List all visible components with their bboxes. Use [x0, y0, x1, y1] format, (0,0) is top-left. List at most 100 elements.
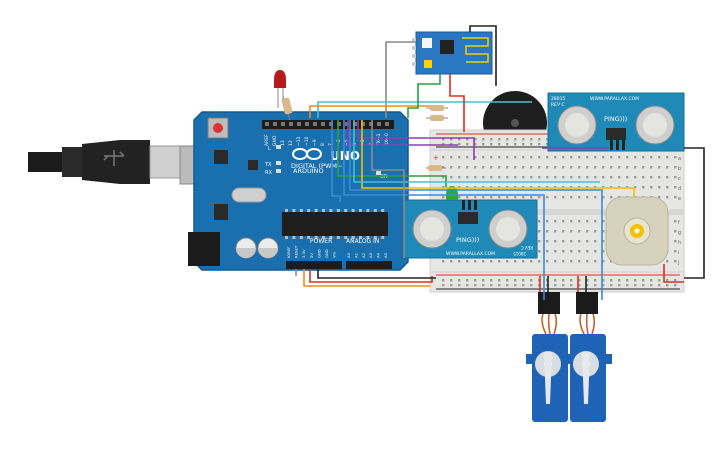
arduino-infinity-icon [292, 148, 322, 160]
usb-cable-icon [28, 140, 209, 185]
row-letter: a [678, 156, 681, 162]
on-label: ON [380, 174, 388, 180]
resistor-breadboard-2 [426, 115, 448, 121]
ping-mid-model: PING))) [456, 236, 479, 244]
header-pin [385, 122, 389, 126]
wire-red-top [449, 74, 465, 132]
dc-motor-icon [605, 196, 669, 266]
wire-cyan-mid [353, 120, 600, 183]
header-pin [289, 122, 293, 126]
regulator-chip [214, 204, 228, 220]
on-led [376, 171, 381, 175]
wire-cyan-top [317, 101, 532, 118]
row-letter: h [678, 240, 681, 246]
header-pin [345, 122, 349, 126]
led-rx [276, 169, 281, 173]
header-pin [265, 122, 269, 126]
row-letter: i [678, 250, 679, 256]
header-pin-label: 8 [320, 143, 326, 146]
row-letter: c [678, 176, 681, 182]
wire-gray-left [371, 120, 405, 258]
led-tx [276, 161, 281, 165]
header-pin-label: ~11 [296, 136, 302, 146]
resistor-led [281, 95, 293, 121]
wire-black-right [684, 147, 705, 279]
rail-plus-label: + [433, 154, 439, 162]
analog-pin-label: A5 [383, 252, 388, 258]
power-header [286, 261, 342, 269]
esp8266-wifi-module-icon [412, 31, 493, 75]
wire-orange-top [309, 105, 432, 118]
power-pin-label: GND [316, 249, 321, 258]
header-pin [361, 122, 365, 126]
header-pin-label: ~5 [344, 139, 350, 146]
header-pin [329, 122, 333, 126]
header-pin [337, 122, 341, 126]
wire-esp-gray [385, 41, 416, 118]
power-label: POWER [310, 238, 332, 245]
analog-pin-label: A3 [368, 252, 373, 258]
resistor-breadboard-1 [426, 105, 448, 111]
ping-top-rev: REV C [551, 102, 565, 108]
usb-chip [214, 150, 228, 164]
atmega-pins-bottom [285, 236, 385, 239]
crystal-oscillator [231, 187, 267, 203]
analog-pin-label: A4 [376, 252, 381, 258]
atmega-pins-top [285, 209, 385, 212]
wire-blue-2 [349, 120, 603, 300]
ping-top-code: 28015 [551, 96, 565, 102]
header-pin [369, 122, 373, 126]
servo1-cable [541, 313, 558, 335]
ping-sensor-middle: PING))) WWW.PARALLAX.COM 28015 REV C [402, 199, 538, 259]
led-l [276, 145, 281, 149]
ping-top-brand: WWW.PARALLAX.COM [590, 96, 639, 102]
digital-pwm-label: DIGITAL (PWM~) [291, 162, 345, 170]
header-pin-label: RX←0 [384, 133, 390, 146]
power-pin-label: IOREF [286, 247, 291, 258]
small-chip [248, 160, 258, 170]
header-pin-label: ~9 [312, 139, 318, 146]
red-led [274, 70, 286, 108]
servo2-cable [579, 313, 596, 335]
wire-purple-1 [357, 120, 475, 160]
row-letter: j [677, 260, 679, 266]
servo-motor-icon [526, 292, 612, 422]
arduino-brand: ARDUINO [293, 167, 324, 175]
power-pin-label: RESET [294, 245, 299, 258]
wire-red-motor [663, 264, 684, 283]
header-pin [321, 122, 325, 126]
atmega-chip [282, 212, 388, 236]
led-label-l: L [268, 146, 271, 152]
ping-top-model: PING))) [604, 115, 627, 123]
header-pin-label: 13 [280, 140, 286, 146]
resistor-breadboard-3 [426, 165, 446, 171]
header-pin [313, 122, 317, 126]
header-pin [281, 122, 285, 126]
power-pin-label: 5V [309, 253, 314, 258]
header-pin-label: 12 [288, 140, 294, 146]
wire-purple-2 [347, 120, 458, 146]
servo-2 [564, 292, 612, 422]
header-pin [377, 122, 381, 126]
analog-pin-label: A0 [346, 252, 351, 258]
analog-in-label: ANALOG IN [346, 238, 379, 245]
row-letter: f [678, 220, 680, 226]
analog-pin-label: A2 [361, 252, 366, 258]
analog-header [346, 261, 392, 269]
wire-blue-3 [331, 120, 341, 202]
led-label-tx: TX [264, 162, 272, 168]
wires [295, 25, 705, 335]
power-pin-label: 3.3V [301, 249, 306, 258]
wire-esp-black [469, 25, 497, 86]
header-pin-label: 7 [328, 143, 334, 146]
header-pin [273, 122, 277, 126]
ping-sensor-top: WWW.PARALLAX.COM PING))) 28015 REV C [547, 92, 685, 152]
row-letter: d [678, 186, 681, 192]
arduino-model: UNO [330, 149, 360, 163]
reset-button-cap [213, 123, 223, 133]
wire-yellow [361, 120, 635, 196]
